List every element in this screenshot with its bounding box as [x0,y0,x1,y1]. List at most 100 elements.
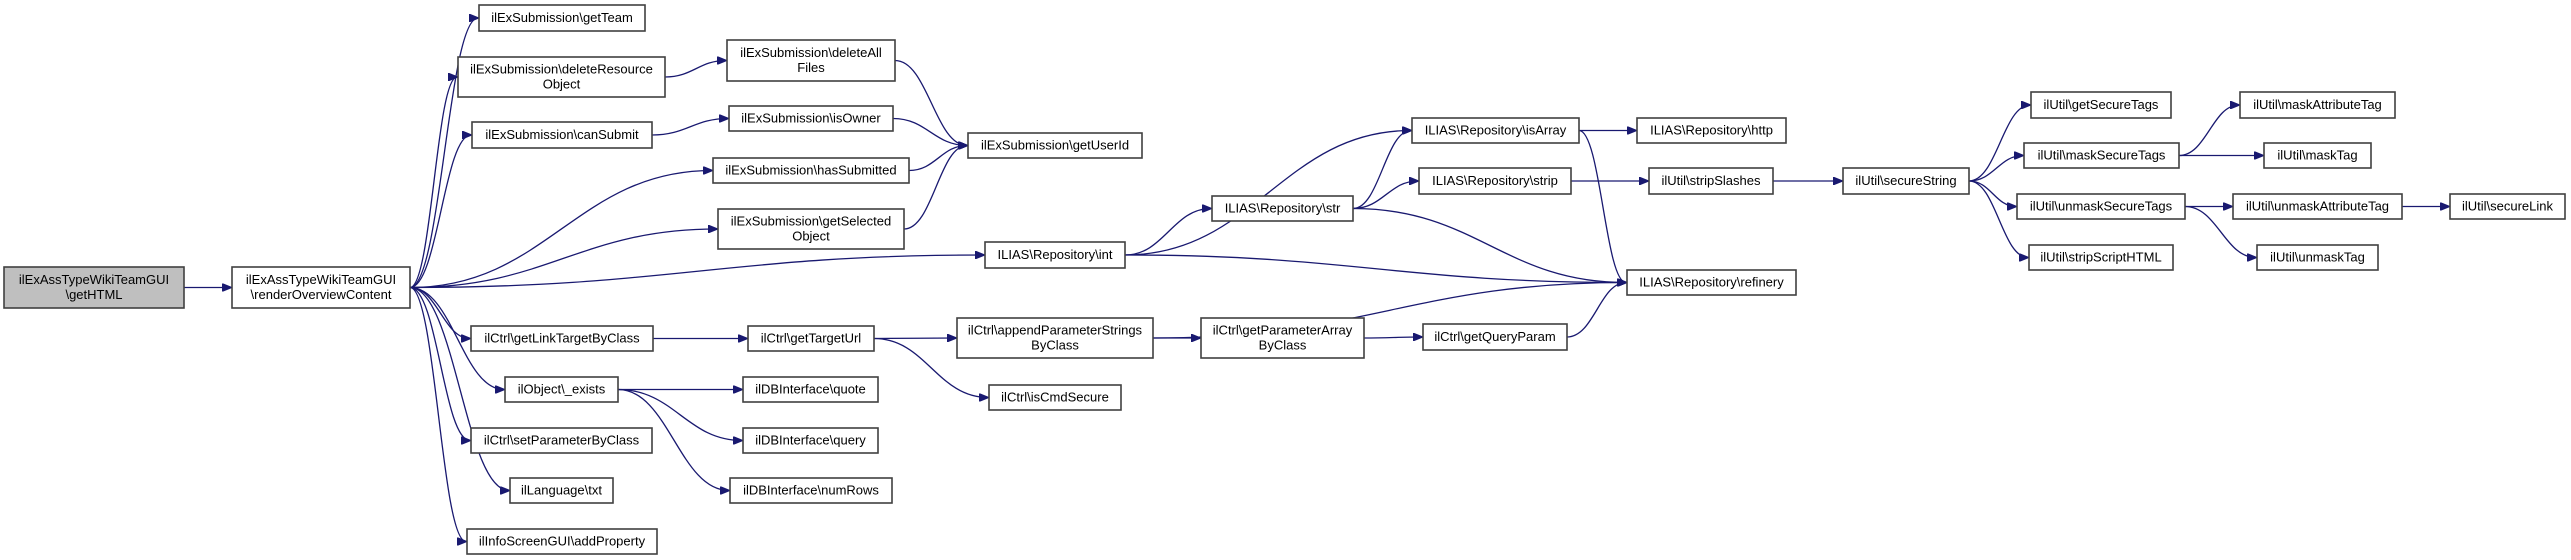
node-box[interactable] [3,266,185,309]
node-box[interactable] [471,121,653,149]
node-label: ilExSubmission\getTeam [491,10,633,25]
node-box[interactable] [984,241,1126,269]
node-label: ilUtil\secureString [1855,173,1956,188]
node-label: ByClass [1259,338,1307,353]
node-unmaskTag[interactable]: ilUtil\unmaskTag [2256,244,2379,271]
edge-isOwner-to-getUserId [892,117,967,146]
node-txt[interactable]: ilLanguage\txt [509,477,614,504]
node-box[interactable] [729,477,893,504]
node-maskAttributeTag[interactable]: ilUtil\maskAttributeTag [2239,91,2396,119]
edge-renderOverviewContent-to-hasSubmitted [409,171,712,289]
node-box[interactable] [504,376,619,403]
node-box[interactable] [2030,91,2172,119]
node-box[interactable] [967,132,1143,159]
node-box[interactable] [2256,244,2379,271]
node-box[interactable] [717,208,905,250]
node-box[interactable] [742,376,879,403]
node-isCmdSecure[interactable]: ilCtrl\isCmdSecure [988,384,1122,411]
node-box[interactable] [1648,167,1774,195]
node-box[interactable] [509,477,614,504]
node-strip[interactable]: ILIAS\Repository\strip [1418,167,1572,195]
edge-deleteResourceObject-to-deleteAllFiles [664,61,726,78]
node-box[interactable] [478,4,646,32]
node-isOwner[interactable]: ilExSubmission\isOwner [728,105,894,132]
node-box[interactable] [988,384,1122,411]
node-numRows[interactable]: ilDBInterface\numRows [729,477,893,504]
node-str[interactable]: ILIAS\Repository\str [1211,195,1354,222]
node-box[interactable] [956,317,1154,359]
node-exists[interactable]: ilObject\_exists [504,376,619,403]
node-maskSecureTags[interactable]: ilUtil\maskSecureTags [2023,142,2180,169]
node-box[interactable] [2239,91,2396,119]
node-secureLink[interactable]: ilUtil\secureLink [2449,193,2566,220]
node-box[interactable] [2449,193,2566,220]
node-query[interactable]: ilDBInterface\query [742,427,879,454]
node-label: ILIAS\Repository\refinery [1639,275,1784,290]
edge-str-to-strip [1352,181,1418,210]
node-box[interactable] [1636,117,1787,144]
node-renderOverviewContent[interactable]: ilExAssTypeWikiTeamGUI\renderOverviewCon… [231,266,411,309]
node-box[interactable] [1422,323,1568,351]
node-label: ilUtil\secureLink [2462,199,2554,214]
node-box[interactable] [1211,195,1354,222]
node-getSecureTags[interactable]: ilUtil\getSecureTags [2030,91,2172,119]
node-box[interactable] [2263,142,2372,169]
node-refinery[interactable]: ILIAS\Repository\refinery [1626,269,1797,296]
node-box[interactable] [466,528,658,555]
node-box[interactable] [2023,142,2180,169]
node-getHTML[interactable]: ilExAssTypeWikiTeamGUI\getHTML [3,266,185,309]
edge-isArray-to-refinery [1578,129,1626,283]
node-getUserId[interactable]: ilExSubmission\getUserId [967,132,1143,159]
node-box[interactable] [470,427,653,454]
node-label: ILIAS\Repository\http [1650,123,1773,138]
node-setParameterByClass[interactable]: ilCtrl\setParameterByClass [470,427,653,454]
node-box[interactable] [470,325,654,352]
node-getLinkTargetByClass[interactable]: ilCtrl\getLinkTargetByClass [470,325,654,352]
node-box[interactable] [742,427,879,454]
node-label: ilCtrl\setParameterByClass [484,433,640,448]
node-int[interactable]: ILIAS\Repository\int [984,241,1126,269]
node-unmaskAttributeTag[interactable]: ilUtil\unmaskAttributeTag [2232,193,2403,220]
node-box[interactable] [747,325,875,352]
node-box[interactable] [1418,167,1572,195]
node-box[interactable] [712,157,910,184]
node-box[interactable] [728,105,894,132]
node-addProperty[interactable]: ilInfoScreenGUI\addProperty [466,528,658,555]
edge-str-to-refinery [1352,207,1626,283]
node-isArray[interactable]: ILIAS\Repository\isArray [1411,117,1580,144]
node-label: ILIAS\Repository\strip [1432,173,1558,188]
node-getTeam[interactable]: ilExSubmission\getTeam [478,4,646,32]
node-getTargetUrl[interactable]: ilCtrl\getTargetUrl [747,325,875,352]
node-box[interactable] [1411,117,1580,144]
node-box[interactable] [726,39,896,82]
node-box[interactable] [1626,269,1797,296]
node-box[interactable] [2016,193,2186,220]
node-box[interactable] [2028,244,2174,271]
node-secureString[interactable]: ilUtil\secureString [1842,167,1970,195]
node-label: ILIAS\Repository\int [998,247,1113,262]
nodes-layer: ilExAssTypeWikiTeamGUI\getHTML ilExAssTyp… [3,4,2566,555]
node-box[interactable] [1200,317,1365,359]
node-maskTag[interactable]: ilUtil\maskTag [2263,142,2372,169]
node-quote[interactable]: ilDBInterface\quote [742,376,879,403]
node-box[interactable] [1842,167,1970,195]
node-getQueryParam[interactable]: ilCtrl\getQueryParam [1422,323,1568,351]
node-hasSubmitted[interactable]: ilExSubmission\hasSubmitted [712,157,910,184]
node-unmaskSecureTags[interactable]: ilUtil\unmaskSecureTags [2016,193,2186,220]
node-stripSlashes[interactable]: ilUtil\stripSlashes [1648,167,1774,195]
node-box[interactable] [231,266,411,309]
node-label: ilExSubmission\hasSubmitted [725,163,896,178]
node-canSubmit[interactable]: ilExSubmission\canSubmit [471,121,653,149]
node-box[interactable] [2232,193,2403,220]
edge-unmaskSecureTags-to-unmaskTag [2184,205,2256,258]
node-http[interactable]: ILIAS\Repository\http [1636,117,1787,144]
node-label: ilUtil\maskTag [2277,148,2357,163]
node-label: ilUtil\getSecureTags [2044,97,2159,112]
node-stripScriptHTML[interactable]: ilUtil\stripScriptHTML [2028,244,2174,271]
node-box[interactable] [457,56,666,98]
